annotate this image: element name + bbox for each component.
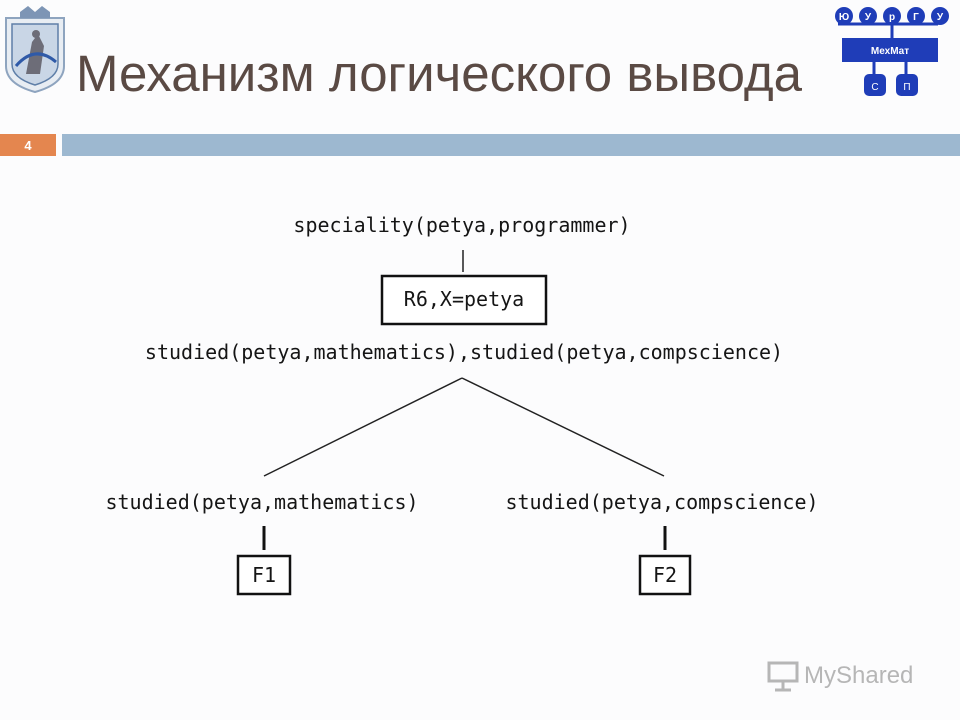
conjunction-goal: studied(petya,mathematics),studied(petya… [145, 340, 783, 364]
left-branch-line [263, 377, 463, 477]
right-branch-line [461, 377, 665, 477]
faculty-logo-letter-circle [835, 7, 853, 25]
faculty-logo-letter: У [865, 12, 872, 23]
slide-title: Механизм логического вывода [76, 45, 802, 102]
faculty-logo-letter: Г [913, 12, 919, 23]
left-subgoal: studied(petya,mathematics) [105, 490, 418, 514]
fact-box-f1 [236, 554, 292, 596]
faculty-logo-letter-s: С [871, 82, 878, 93]
faculty-logo-letter-circle [883, 7, 901, 25]
faculty-logo-letter: р [889, 12, 895, 23]
faculty-logo-label: МехМат [871, 46, 909, 57]
rule-box-label: R6,X=petya [404, 287, 524, 311]
presentation-icon [767, 661, 799, 692]
fact-box-f2 [638, 554, 692, 596]
faculty-logo-letter-circle [931, 7, 949, 25]
faculty-logo-letter: Ю [839, 12, 849, 23]
faculty-logo-letter-circle [859, 7, 877, 25]
right-subgoal: studied(petya,compscience) [505, 490, 818, 514]
faculty-logo-letter: У [937, 12, 944, 23]
university-emblem-logo [5, 6, 65, 94]
header-divider-bar [62, 134, 960, 156]
fact-box-f2-label: F2 [653, 563, 677, 587]
myshared-watermark: MyShared [766, 656, 926, 696]
fact-box-f1-label: F1 [252, 563, 276, 587]
rule-box [380, 274, 548, 326]
faculty-logo-letter-circle [907, 7, 925, 25]
root-goal: speciality(petya,programmer) [293, 213, 630, 237]
watermark-text: MyShared [804, 662, 914, 689]
faculty-logo-letter-p: П [903, 82, 910, 93]
slide-number: 4 [0, 134, 56, 156]
